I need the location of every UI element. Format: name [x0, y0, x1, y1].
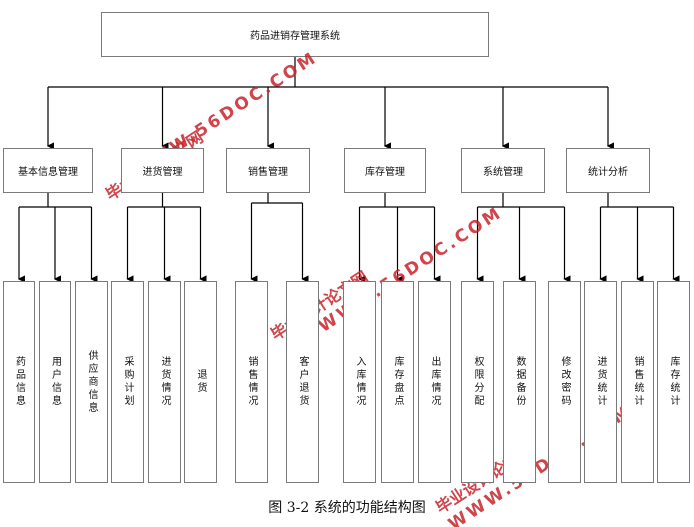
leaf-label: 修改密码	[559, 356, 570, 408]
function-leaf-box: 进货统计	[584, 281, 617, 483]
function-leaf-box: 库存盘点	[381, 281, 414, 483]
leaf-label: 采购计划	[122, 356, 133, 408]
module-box: 基本信息管理	[3, 148, 93, 193]
function-leaf-box: 修改密码	[548, 281, 581, 483]
leaf-label: 销售情况	[246, 356, 257, 408]
function-leaf-box: 药品信息	[3, 281, 35, 483]
function-leaf-box: 进货情况	[148, 281, 181, 483]
module-box: 销售管理	[226, 148, 310, 193]
leaf-label: 库存盘点	[392, 356, 403, 408]
function-leaf-box: 数据备份	[503, 281, 536, 483]
module-label: 库存管理	[365, 167, 405, 178]
module-label: 销售管理	[248, 167, 288, 178]
leaf-label: 用户信息	[49, 356, 61, 408]
function-leaf-box: 销售统计	[621, 281, 654, 483]
function-leaf-box: 入库情况	[343, 281, 376, 483]
leaf-label: 入库情况	[354, 356, 365, 408]
function-leaf-box: 退货	[184, 281, 217, 483]
leaf-label: 供应商信息	[86, 349, 97, 415]
leaf-label: 销售统计	[632, 356, 643, 408]
function-leaf-box: 出库情况	[418, 281, 451, 483]
function-leaf-box: 库存统计	[657, 281, 690, 483]
module-label: 进货管理	[142, 167, 183, 178]
module-box: 统计分析	[566, 148, 650, 193]
leaf-label: 进货情况	[159, 356, 170, 408]
leaf-label: 数据备份	[514, 356, 525, 408]
leaf-label: 库存统计	[668, 356, 679, 408]
leaf-label: 出库情况	[429, 356, 440, 408]
module-label: 基本信息管理	[18, 167, 78, 178]
function-leaf-box: 销售情况	[235, 281, 268, 483]
leaf-label: 进货统计	[595, 356, 606, 408]
module-box: 库存管理	[344, 148, 426, 193]
module-box: 进货管理	[121, 148, 204, 193]
function-leaf-box: 权限分配	[461, 281, 494, 483]
function-leaf-box: 供应商信息	[75, 281, 108, 483]
function-leaf-box: 采购计划	[111, 281, 144, 483]
module-box: 系统管理	[461, 148, 545, 193]
root-label: 药品进销存管理系统	[250, 31, 340, 42]
leaf-label: 药品信息	[13, 356, 25, 408]
leaf-label: 退货	[195, 369, 206, 395]
leaf-label: 权限分配	[472, 356, 483, 408]
module-label: 统计分析	[588, 167, 628, 178]
function-leaf-box: 用户信息	[39, 281, 71, 483]
root-system-box: 药品进销存管理系统	[101, 12, 489, 57]
leaf-label: 客户退货	[297, 356, 308, 408]
function-leaf-box: 客户退货	[286, 281, 319, 483]
figure-caption: 图 3-2 系统的功能结构图	[268, 500, 426, 516]
module-label: 系统管理	[483, 167, 523, 178]
